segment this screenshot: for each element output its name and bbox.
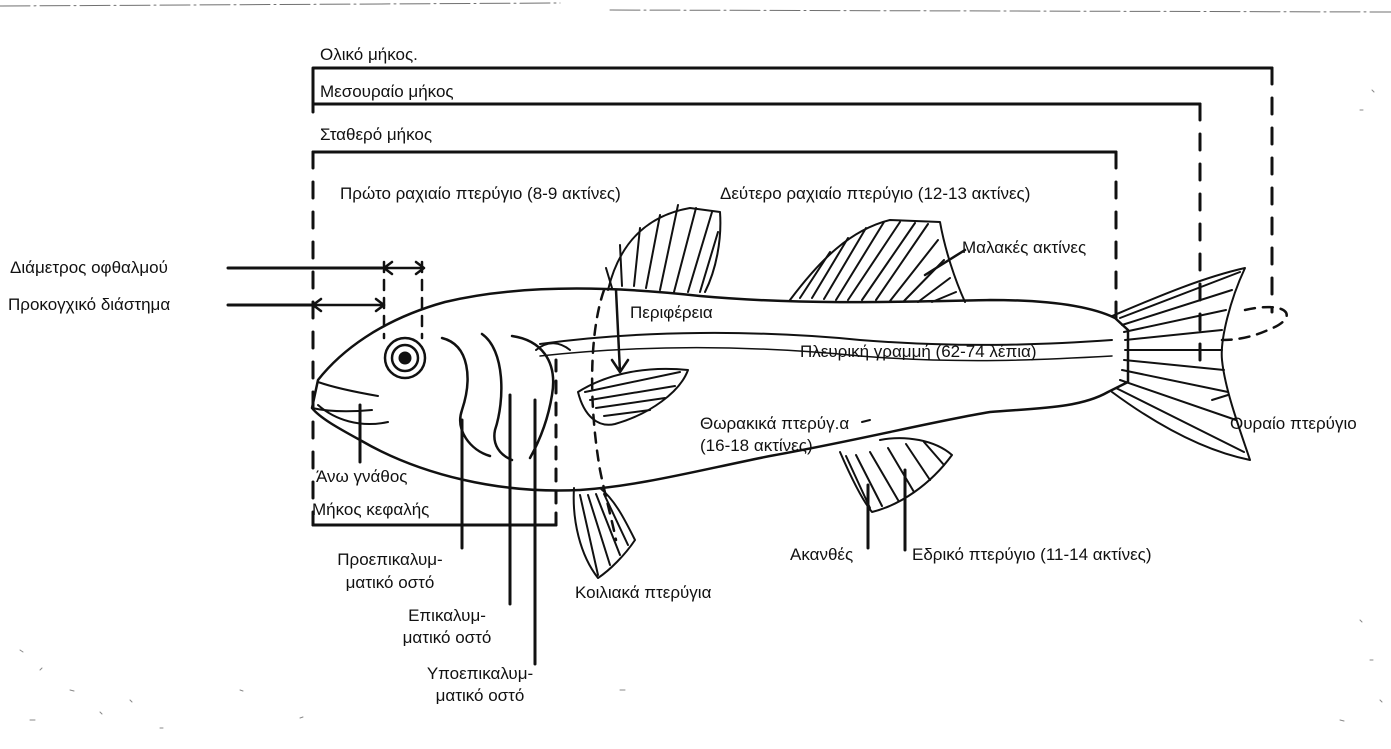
- girth-label: Περιφέρεια: [630, 303, 713, 323]
- opercle-label-1: Επικαλυμ-: [392, 606, 502, 626]
- opercle-label-2: ματικό οστό: [392, 628, 502, 648]
- total-length-label: Ολικό μήκος.: [320, 45, 418, 65]
- eye-diameter-arrow: [384, 262, 424, 274]
- opercle-curve: [482, 334, 512, 460]
- first-dorsal-fin-label: Πρώτο ραχιαίο πτερύγιο (8-9 ακτίνες): [340, 184, 621, 204]
- preopercle-label-1: Προεπικαλυμ-: [335, 550, 445, 570]
- soft-rays-label: Μαλακές ακτίνες: [962, 238, 1086, 258]
- eye-pupil: [399, 352, 411, 364]
- caudal-fin-label: Ουραίο πτερύγιο: [1230, 414, 1357, 434]
- subopercle-label-1: Υποεπικαλυμ-: [420, 664, 540, 684]
- caudal-leader: [1212, 395, 1228, 400]
- anal-fin-label: Εδρικό πτερύγιο (11-14 ακτίνες): [912, 545, 1152, 565]
- preopercle-label-2: ματικό οστό: [335, 573, 445, 593]
- preopercle-curve: [442, 338, 490, 456]
- pelvic-fin: [574, 488, 635, 578]
- pectoral-label-dash: [862, 420, 870, 422]
- eye-diameter-label: Διάμετρος οφθαλμού: [10, 258, 168, 278]
- second-dorsal-fin-label: Δεύτερο ραχιαίο πτερύγιο (12-13 ακτίνες): [720, 184, 1030, 204]
- subopercle-label-2: ματικό οστό: [420, 686, 540, 706]
- fork-length-label: Μεσουραίο μήκος: [320, 82, 454, 102]
- scan-noise: [20, 90, 1382, 728]
- anal-fin: [840, 438, 952, 512]
- scan-edge-line: [0, 3, 1391, 12]
- spines-label: Ακανθές: [790, 545, 853, 565]
- fish-body-outline: [312, 288, 1128, 490]
- preorbital-label: Προκογχικό διάστημα: [8, 295, 170, 315]
- soft-rays-leader: [925, 250, 965, 275]
- preorbital-arrow: [313, 299, 384, 311]
- caudal-lobe-dashed: [1222, 307, 1287, 340]
- pectoral-fin-label-2: (16-18 ακτίνες): [700, 436, 813, 456]
- mouth-line: [312, 382, 378, 411]
- second-dorsal-fin: [790, 220, 965, 302]
- first-dorsal-fin: [606, 205, 720, 292]
- head-length-label: Μήκος κεφαλής: [312, 500, 429, 520]
- girth-arrow: [612, 290, 628, 372]
- pectoral-fin-label-1: Θωρακικά πτερύγ.α: [700, 414, 849, 434]
- standard-length-label: Σταθερό μήκος: [320, 125, 432, 145]
- lateral-line-label: Πλευρική γραμμή (62-74 λέπια): [800, 342, 1036, 362]
- gill-opening: [512, 336, 553, 458]
- pelvic-fin-label: Κοιλιακά πτερύγια: [575, 583, 711, 603]
- upper-jaw-label: Άνω γνάθος: [316, 467, 407, 487]
